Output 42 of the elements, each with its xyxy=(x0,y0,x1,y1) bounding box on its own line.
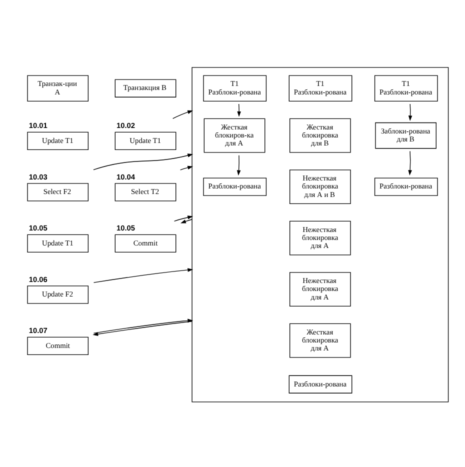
node-label: 10.05 xyxy=(116,222,136,232)
arrow xyxy=(93,153,194,170)
arrow xyxy=(180,165,194,170)
arrow xyxy=(172,110,194,118)
node-box: Жесткая блокиров-ка для А xyxy=(204,118,266,152)
node-box: Жесткая блокировка для А xyxy=(289,322,351,358)
node-box: Select F2 xyxy=(27,182,89,201)
node-box: T1 Разблоки-рована xyxy=(374,74,438,101)
node-label: 10.07 xyxy=(28,325,48,334)
arrow xyxy=(237,103,241,116)
arrow xyxy=(93,268,194,282)
node-label: 10.01 xyxy=(28,120,48,130)
node-box: Update T1 xyxy=(27,131,89,150)
node-label: 10.02 xyxy=(116,120,136,130)
node-label: 10.03 xyxy=(28,172,48,181)
node-box: Commit xyxy=(114,234,176,252)
arrow xyxy=(174,215,194,221)
node-box: T1 Разблоки-рована xyxy=(288,74,352,101)
node-label: 10.06 xyxy=(28,274,48,284)
node-box: Нежесткая блокировка для А xyxy=(289,272,351,306)
node-box: Update T1 xyxy=(114,131,176,150)
arrow xyxy=(180,218,192,223)
node-box: Транзакция В xyxy=(114,78,176,97)
arrow xyxy=(408,103,412,120)
node-box: Update F2 xyxy=(27,285,89,304)
arrow xyxy=(408,150,412,175)
node-box: Разблоки-рована xyxy=(288,374,352,393)
node-box: Разблоки-рована xyxy=(374,177,438,196)
node-box: Select T2 xyxy=(114,182,176,201)
node-label: 10.05 xyxy=(28,222,48,232)
node-box: Update T1 xyxy=(27,234,89,252)
node-box: Разблоки-рована xyxy=(203,177,267,196)
node-box: Нежесткая блокировка для А xyxy=(289,220,351,255)
node-label: 10.04 xyxy=(116,172,136,181)
node-box: Commit xyxy=(27,336,89,355)
node-box: Заблоки-рована для В xyxy=(375,122,436,148)
arrow xyxy=(236,154,241,176)
node-box: T1 Разблоки-рована xyxy=(203,74,267,101)
node-box: Транзак-ции А xyxy=(27,74,89,101)
node-box: Нежесткая блокировка для А и В xyxy=(289,169,351,204)
cluster xyxy=(192,66,449,402)
node-box: Жесткая блокировка для В xyxy=(289,118,351,152)
